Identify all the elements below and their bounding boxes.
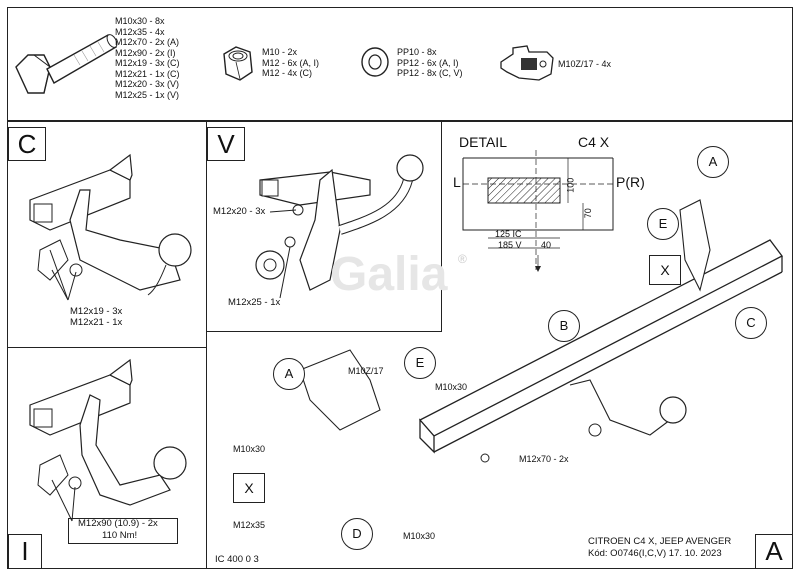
label-e: E [404,347,436,379]
detail-model: C4 X [578,134,610,150]
drawing-code: IC 400 0 3 [215,554,259,565]
panel-v-frame [206,121,442,332]
main-m10x30-bottom: M10x30 [403,531,436,541]
panel-i-drawing [29,358,187,522]
clamp-spec: M10Z/17 - 4x [558,59,612,69]
panel-v-label-1: M12x20 - 3x [213,206,266,217]
panel-i-label: M12x90 (10.9) - 2x [78,518,158,529]
main-m12x70: M12x70 - 2x [519,454,569,464]
registered-mark: ® [458,252,467,266]
bolts-list: M10x30 - 8x M12x35 - 4x M12x70 - 2x (A) … [115,16,180,100]
main-m12x35: M12x35 [233,520,266,530]
washer-spec: PP10 - 8x [397,47,437,57]
panel-v-letter: V [207,127,245,161]
washer-spec: PP12 - 8x (C, V) [397,68,463,78]
panel-c-label-2: M12x21 - 1x [70,317,123,328]
label-x: X [233,473,265,503]
panel-c-letter: C [8,127,46,161]
detail-dim-40: 40 [541,240,552,250]
panel-c-drawing [29,153,192,301]
label-a-top: A [697,146,729,178]
detail-left: L [453,174,461,190]
bolt-icon [15,34,118,94]
parts-list-frame [7,7,793,121]
nut-spec: M12 - 6x (A, I) [262,57,320,68]
vehicle-name: CITROEN C4 X, JEEP AVENGER [588,536,732,547]
detail-dim-185: 185 V [498,240,522,250]
bolt-spec: M10x30 - 8x [115,16,165,26]
washers-list: PP10 - 8x PP12 - 6x (A, I) PP12 - 8x (C,… [397,47,463,79]
nut-spec: M12 - 4x (C) [262,68,313,78]
bolt-spec: M12x25 - 1x (V) [115,89,180,100]
panel-i-frame [7,347,207,569]
nut-icon [223,46,253,81]
bolt-spec: M12x35 - 4x [115,26,165,37]
bolt-spec: M12x19 - 3x (C) [115,58,180,68]
detail-title: DETAIL [459,134,507,150]
kod-date: Kód: O0746(I,C,V) 17. 10. 2023 [588,548,722,559]
bolt-spec: M12x70 - 2x (A) [115,37,180,47]
label-e-top: E [647,208,679,240]
main-assembly-drawing [299,199,783,463]
bolt-spec: M12x20 - 3x (V) [115,79,180,89]
detail-right: P(R) [616,174,645,190]
detail-dim-125: 125 IC [495,229,522,239]
washer-spec: PP12 - 6x (A, I) [397,57,459,68]
panel-v-drawing [255,154,424,299]
panel-v-label-2: M12x25 - 1x [228,297,281,308]
main-m10x30-top: M10x30 [435,382,468,392]
bolt-spec: M12x21 - 1x (C) [115,68,180,79]
main-m10z17: M10Z/17 [348,366,384,376]
sheet-letter: A [755,534,793,569]
label-a: A [273,358,305,390]
panel-i-letter: I [8,534,42,569]
panel-i-torque: 110 Nm! [102,530,138,541]
label-x-top: X [649,255,681,285]
main-m10x30-left: M10x30 [233,444,266,454]
label-d: D [341,518,373,550]
detail-drawing [462,150,614,272]
clamp-icon [500,45,554,81]
nuts-list: M10 - 2x M12 - 6x (A, I) M12 - 4x (C) [262,47,319,79]
label-b: B [548,310,580,342]
panel-c-label-1: M12x19 - 3x [70,306,123,317]
label-c: C [735,307,767,339]
bolt-spec: M12x90 - 2x (I) [115,47,176,58]
washer-icon [361,47,389,77]
panel-i-spec-box [68,518,178,544]
nut-spec: M10 - 2x [262,47,298,57]
watermark: Galia [330,248,448,301]
